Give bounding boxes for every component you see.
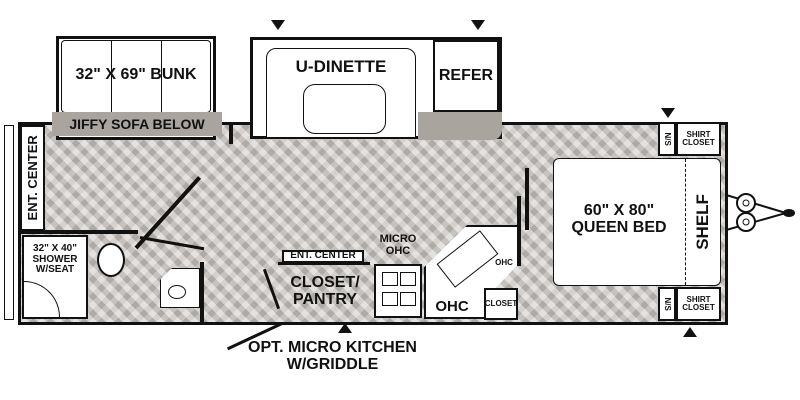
- shower: [22, 235, 88, 319]
- ent-center-left: ENT. CENTER: [20, 125, 45, 231]
- pantry-wall: [278, 262, 370, 265]
- nightstand-bottom: N/S: [658, 287, 676, 321]
- bedroom-wall: [517, 196, 521, 266]
- shirt-closet-bottom: SHIRT CLOSET: [676, 287, 721, 321]
- queen-bed: [553, 158, 721, 286]
- queen-bed-label: 60" X 80" QUEEN BED: [571, 202, 667, 236]
- sink-icon: [160, 268, 200, 308]
- ohc-label: OHC: [435, 298, 469, 316]
- interior-wall: [229, 122, 233, 144]
- dinette-table: [303, 84, 386, 134]
- window-marker-icon: [661, 108, 675, 118]
- micro-ohc-label: MICRO OHC: [379, 233, 417, 257]
- refer-label: REFER: [433, 40, 499, 112]
- closet-pantry-label: CLOSET/ PANTRY: [290, 274, 360, 308]
- entry-door: [4, 125, 14, 320]
- window-marker-icon: [271, 20, 285, 30]
- stove-icon: [374, 264, 422, 318]
- bunk-label: 32" X 69" BUNK: [75, 65, 197, 83]
- shirt-closet-top: SHIRT CLOSET: [676, 122, 721, 156]
- hitch-icon: [726, 193, 795, 232]
- u-dinette-label: U-DINETTE: [295, 57, 387, 77]
- window-marker-icon: [683, 327, 697, 337]
- window-marker-icon: [338, 323, 352, 333]
- shelf: SHELF: [686, 160, 720, 284]
- shower-label: 32" X 40" SHOWER W/SEAT: [32, 243, 78, 276]
- ns-bottom-label: N/S: [663, 297, 673, 311]
- opt-micro-kitchen-label: OPT. MICRO KITCHEN W/GRIDDLE: [248, 339, 417, 373]
- refer-floor: [418, 112, 502, 140]
- closet-label: CLOSET: [484, 288, 518, 320]
- window-marker-icon: [471, 20, 485, 30]
- bath-wall: [18, 230, 138, 234]
- jiffy-sofa-label: JIFFY SOFA BELOW: [52, 112, 222, 136]
- ns-top-label: N/S: [663, 132, 673, 146]
- sink-basin-icon: [168, 285, 186, 299]
- bedroom-door: [525, 168, 529, 230]
- toilet-icon: [97, 243, 125, 277]
- bath-wall-right: [200, 262, 204, 322]
- nightstand-top: N/S: [658, 122, 676, 156]
- ohc-small-label: OHC: [495, 257, 513, 267]
- ent-center-left-label: ENT. CENTER: [24, 135, 40, 221]
- bunk-mattress: [61, 40, 211, 113]
- shelf-label: SHELF: [693, 194, 713, 250]
